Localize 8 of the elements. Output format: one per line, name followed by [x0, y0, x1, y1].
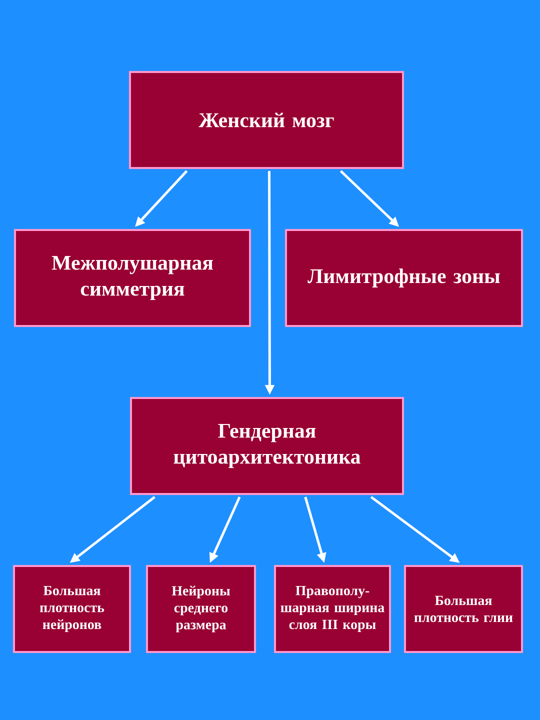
process-box: Межполушарная симметрия — [14, 229, 251, 327]
process-box: Женский мозг — [129, 71, 404, 169]
process-box: Нейроны среднего размера — [146, 565, 256, 653]
process-box: Правополу-шарная ширина слоя III коры — [274, 565, 391, 653]
process-box: Лимитрофные зоны — [285, 229, 523, 327]
process-box: Гендерная цитоархитектоника — [130, 397, 404, 495]
process-box: Большая плотность глии — [404, 565, 523, 653]
process-box: Большая плотность нейронов — [13, 565, 131, 653]
